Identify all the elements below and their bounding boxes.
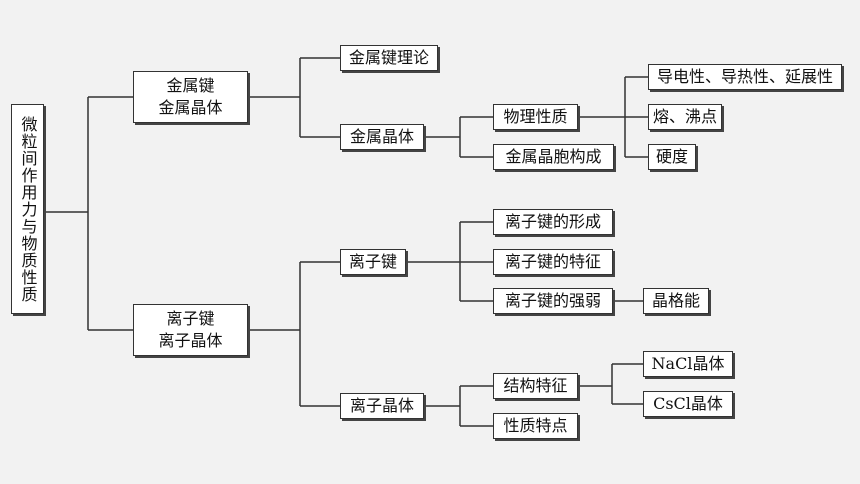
nacl-crystal-node: NaCl晶体 [643,351,733,377]
nacl-crystal-label: NaCl晶体 [651,354,725,373]
metal-crystal-label: 金属晶体 [349,127,414,146]
connector-ionic [248,261,340,407]
ionic-bond-sub-node: 离子键 [340,249,406,275]
connector-root [44,96,133,331]
connector-physical [578,76,648,158]
ionic-bond-strength-node: 离子键的强弱 [493,288,613,314]
conductivity-node: 导电性、导热性、延展性 [648,64,842,90]
ionic-bond-line1: 离子键 [166,309,215,328]
hardness-node: 硬度 [648,144,696,170]
connector-ionic-crystal [424,385,493,427]
metal-crystal-node: 金属晶体 [340,124,424,150]
melting-boiling-label: 熔、沸点 [652,107,717,126]
ionic-bond-strength-label: 离子键的强弱 [504,291,601,310]
metal-bond-node: 金属键 金属晶体 [133,71,248,123]
ionic-bond-line2: 离子晶体 [158,331,223,350]
conductivity-label: 导电性、导热性、延展性 [656,67,833,86]
property-features-node: 性质特点 [493,413,578,439]
ionic-bond-features-node: 离子键的特征 [493,249,613,275]
cscl-crystal-node: CsCl晶体 [643,391,733,417]
cscl-crystal-label: CsCl晶体 [653,394,723,413]
ionic-bond-node: 离子键 离子晶体 [133,304,248,356]
structure-features-node: 结构特征 [493,373,578,399]
metal-bond-theory-label: 金属键理论 [348,48,429,67]
metal-unit-cell-label: 金属晶胞构成 [505,147,602,166]
metal-bond-theory-node: 金属键理论 [340,45,438,71]
lattice-energy-node: 晶格能 [643,288,709,314]
metal-bond-line1: 金属键 [166,76,215,95]
connector-metal-crystal [424,116,493,158]
metal-unit-cell-node: 金属晶胞构成 [493,144,614,170]
root-node: 微粒间作用力与物质性质 [11,104,44,314]
root-label: 微粒间作用力与物质性质 [18,115,38,303]
property-features-label: 性质特点 [503,416,568,435]
connector-metal [248,57,340,138]
physical-properties-label: 物理性质 [503,107,568,126]
melting-boiling-node: 熔、沸点 [648,104,722,130]
ionic-bond-formation-node: 离子键的形成 [493,209,613,235]
ionic-bond-formation-label: 离子键的形成 [504,212,601,231]
connector-ionic-bond [406,221,493,302]
physical-properties-node: 物理性质 [493,104,578,130]
structure-features-label: 结构特征 [503,376,568,395]
lattice-energy-label: 晶格能 [651,291,700,310]
ionic-bond-features-label: 离子键的特征 [504,252,601,271]
ionic-crystal-sub-label: 离子晶体 [349,396,414,415]
connector-structure [578,363,643,405]
ionic-bond-sub-label: 离子键 [348,252,397,271]
hardness-label: 硬度 [655,147,688,166]
metal-bond-line2: 金属晶体 [158,98,223,117]
ionic-crystal-sub-node: 离子晶体 [340,393,424,419]
